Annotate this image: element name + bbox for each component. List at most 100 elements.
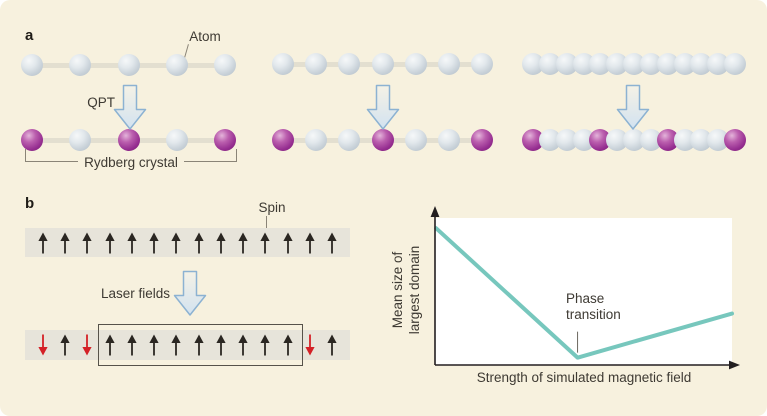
atom	[673, 129, 696, 151]
spin-up-arrow-icon	[260, 232, 270, 253]
spin-up-arrow-icon	[38, 232, 48, 253]
spin-up-arrow-icon	[194, 232, 204, 253]
laser-fields-label: Laser fields	[100, 286, 170, 301]
qpt-label: QPT	[87, 95, 115, 110]
panel-a-label: a	[25, 27, 34, 44]
spin-up-arrow-icon	[60, 232, 70, 253]
spin-up-arrow-icon	[60, 334, 70, 356]
atom	[606, 53, 629, 75]
spin-arrow	[282, 232, 294, 254]
spin-arrow	[215, 334, 227, 356]
atom	[623, 53, 645, 75]
rydberg-atom	[21, 129, 43, 151]
atom	[522, 53, 544, 75]
y-axis-arrowhead	[430, 206, 440, 217]
spin-arrow	[193, 334, 205, 356]
spin-arrow	[259, 334, 271, 356]
bracket-right-line	[184, 161, 236, 163]
panel-b-label: b	[25, 195, 35, 212]
atom	[69, 54, 92, 76]
spin-up-arrow-icon	[305, 232, 315, 253]
spin-arrow	[215, 232, 227, 254]
atom	[724, 53, 746, 75]
rydberg-atom	[371, 129, 394, 151]
spin-arrow	[37, 232, 49, 254]
final-spin-bar	[25, 330, 350, 360]
rydberg-atom	[471, 129, 493, 151]
spin-arrow	[259, 232, 271, 254]
spin-up-arrow-icon	[171, 334, 181, 356]
atom	[656, 53, 679, 75]
atom	[338, 53, 361, 75]
spin-up-arrow-icon	[127, 334, 137, 356]
atom	[538, 53, 561, 75]
atom	[623, 129, 645, 151]
annotation-line2: transition	[566, 307, 621, 322]
spin-up-arrow-icon	[105, 334, 115, 356]
spin-up-arrow-icon	[327, 232, 337, 253]
spin-up-arrow-icon	[105, 232, 115, 253]
atom	[538, 129, 561, 151]
atom	[707, 53, 730, 75]
x-axis-arrowhead	[729, 360, 740, 370]
atom	[572, 129, 595, 151]
rydberg-atom	[589, 129, 612, 151]
spin-up-arrow-icon	[216, 232, 226, 253]
spin-arrow	[104, 334, 116, 356]
spin-arrow	[170, 334, 182, 356]
rydberg-crystal-label: Rydberg crystal	[84, 155, 178, 170]
annotation-line1: Phase	[566, 291, 605, 306]
spin-arrow	[59, 334, 71, 356]
spin-up-arrow-icon	[127, 232, 137, 253]
atom	[371, 53, 394, 75]
qpt-arrow	[616, 84, 650, 136]
atom	[437, 129, 460, 151]
initial-spin-bar	[25, 228, 350, 257]
spin-arrow	[237, 334, 249, 356]
spin-up-arrow-icon	[238, 334, 248, 356]
spin-arrow	[304, 334, 316, 356]
domain-box	[98, 324, 303, 366]
spin-arrow	[59, 232, 71, 254]
spin-arrow	[37, 334, 49, 356]
qpt-arrow	[113, 84, 147, 136]
bracket-left-line	[25, 161, 78, 163]
spin-pointer-line	[266, 216, 268, 228]
atom	[214, 54, 236, 76]
spin-up-arrow-icon	[282, 334, 293, 356]
chart-x-axis-label: Strength of simulated magnetic field	[476, 370, 692, 385]
y-axis-label-line1: Mean size of	[390, 251, 405, 329]
atom	[555, 129, 578, 151]
spin-arrow	[126, 334, 138, 356]
phase-transition-annotation: Phase transition	[566, 291, 646, 323]
spin-down-arrow-icon	[38, 334, 48, 356]
atom	[639, 53, 662, 75]
spin-down-arrow-icon	[305, 334, 315, 356]
spin-arrow	[237, 232, 249, 254]
down-block-arrow-icon	[366, 84, 400, 130]
spin-up-arrow-icon	[194, 334, 204, 356]
spin-up-arrow-icon	[238, 232, 248, 253]
down-block-arrow-icon	[616, 84, 650, 130]
domain-chart	[430, 206, 740, 370]
bracket-left-tick	[25, 149, 27, 162]
atom	[437, 53, 460, 75]
atom	[404, 53, 427, 75]
atom	[673, 53, 696, 75]
spin-arrow	[193, 232, 205, 254]
atom-callout-label: Atom	[189, 29, 221, 44]
atom	[690, 129, 713, 151]
spin-up-arrow-icon	[171, 232, 181, 253]
plot-area	[435, 218, 732, 365]
spin-arrow	[282, 334, 294, 356]
atom	[555, 53, 578, 75]
chart-y-axis-label: Mean size of largest domain	[389, 210, 425, 370]
spin-arrow	[104, 232, 116, 254]
qpt-arrow	[366, 84, 400, 136]
atom	[589, 53, 612, 75]
domain-size-curve	[434, 226, 734, 360]
rydberg-atom	[724, 129, 746, 151]
rydberg-atom	[214, 129, 236, 151]
atom	[338, 129, 361, 151]
